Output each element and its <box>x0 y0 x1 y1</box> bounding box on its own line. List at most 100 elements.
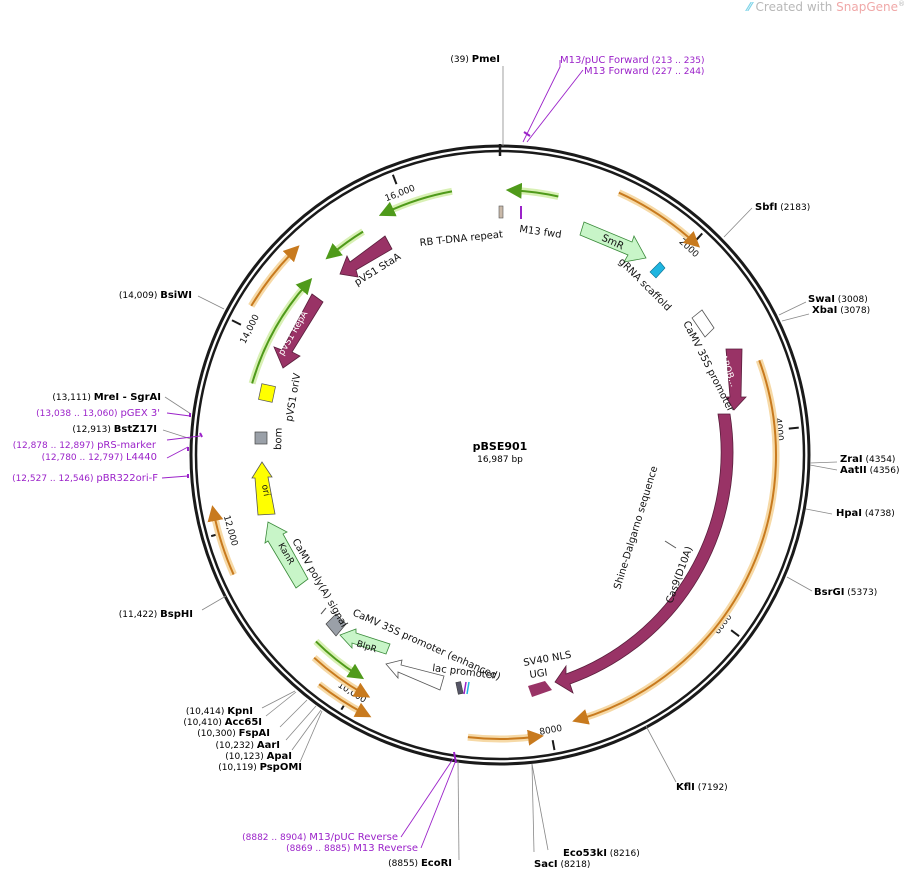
pvs1-staa-feature[interactable] <box>339 235 393 278</box>
orf-arrow[interactable] <box>318 683 372 718</box>
primer-label-m13-reverse[interactable]: (8869 .. 8885) M13 Reverse <box>286 843 418 854</box>
smr-feature[interactable] <box>579 221 647 263</box>
site-label-xbai[interactable]: XbaI (3078) <box>812 305 870 316</box>
primer-label-prs-marker[interactable]: (12,878 .. 12,897) pRS-marker <box>13 440 157 451</box>
tick-mark <box>551 740 556 751</box>
site-label-acc65i[interactable]: (10,410) Acc65I <box>183 717 262 728</box>
primer-label-m13-puc-forward[interactable]: M13/pUC Forward (213 .. 235) <box>560 55 704 66</box>
lac-promoter-feature[interactable] <box>455 681 464 695</box>
orf-arrow[interactable] <box>505 182 559 199</box>
m13-fwd-label: M13 fwd <box>519 224 563 241</box>
site-label-zrai[interactable]: ZraI (4354) <box>840 454 895 465</box>
tick-label: 8000 <box>539 724 564 738</box>
ugi-label: UGI <box>529 668 548 681</box>
pvs1-oriv-label: pVS1 oriV <box>284 372 303 422</box>
site-pos: (10,232) <box>215 741 256 751</box>
site-label-pmei[interactable]: (39) PmeI <box>450 54 500 65</box>
site-pos: (7192) <box>695 783 728 793</box>
orf-arrow[interactable] <box>313 656 371 698</box>
orf-arrow[interactable] <box>325 230 364 260</box>
site-label-saci[interactable]: SacI (8218) <box>534 859 590 870</box>
orf-glow <box>248 248 297 308</box>
site-name: Acc65I <box>225 717 262 728</box>
site-label-sbfi[interactable]: SbfI (2183) <box>755 202 810 213</box>
site-label-fspai[interactable]: (10,300) FspAI <box>197 728 270 739</box>
watermark-reg-mark: ® <box>898 0 905 8</box>
grna-scaffold-label: gRNA scaffold <box>616 256 673 313</box>
site-name: EcoRI <box>421 858 452 869</box>
blpr-feature[interactable] <box>339 628 391 655</box>
apob-feature[interactable] <box>725 348 747 411</box>
orf-arrow[interactable] <box>315 640 365 680</box>
site-pos: (3078) <box>837 306 870 316</box>
site-label-bstz17i[interactable]: (12,913) BstZ17I <box>72 424 157 435</box>
plasmid-name: pBSE901 <box>473 440 528 453</box>
camv-polya-feature[interactable] <box>325 613 347 637</box>
site-pos: (3008) <box>835 295 868 305</box>
primer-label-pbr322ori-f[interactable]: (12,527 .. 12,546) pBR322ori-F <box>12 473 158 484</box>
site-name: MreI - SgrAI <box>94 392 161 403</box>
pvs1-oriv-feature[interactable] <box>258 383 276 403</box>
camv-35s-enhanced-feature[interactable] <box>385 659 445 691</box>
orf-arrow[interactable] <box>250 245 300 307</box>
rb-tdna-repeat-feature[interactable] <box>498 205 504 219</box>
site-label-bsiwi[interactable]: (14,009) BsiWI <box>119 290 192 301</box>
kanr-feature[interactable] <box>264 521 309 589</box>
site-name: ZraI <box>840 454 863 465</box>
cas9-feature[interactable] <box>554 413 734 694</box>
site-label-hpai[interactable]: HpaI (4738) <box>836 508 895 519</box>
site-label-mrei-sgrai[interactable]: (13,111) MreI - SgrAI <box>52 392 161 403</box>
site-label-aatii[interactable]: AatII (4356) <box>840 465 900 476</box>
primer-name: M13 Reverse <box>353 843 418 854</box>
shine-dalgarno-feature[interactable] <box>664 540 677 549</box>
primer-label-pgex-3-[interactable]: (13,038 .. 13,060) pGEX 3' <box>36 408 160 419</box>
site-label-kpni[interactable]: (10,414) KpnI <box>186 706 253 717</box>
site-label-bsrgi[interactable]: BsrGI (5373) <box>814 587 877 598</box>
site-label-ecori[interactable]: (8855) EcoRI <box>388 858 452 869</box>
site-name: BsiWI <box>160 290 192 301</box>
site-label-apai[interactable]: (10,123) ApaI <box>225 751 292 762</box>
orf-arrow[interactable] <box>467 729 544 746</box>
orf-arrow[interactable] <box>618 191 701 248</box>
ori-feature[interactable] <box>251 461 276 516</box>
site-label-pspomi[interactable]: (10,119) PspOMI <box>218 762 302 773</box>
site-pos: (2183) <box>777 203 810 213</box>
primer-labels: M13/pUC Forward (213 .. 235)M13 Forward … <box>12 55 704 854</box>
camv-35s-promoter-feature[interactable] <box>691 309 715 338</box>
orf-arrow[interactable] <box>251 277 313 384</box>
primer-name: M13 Forward <box>584 66 649 77</box>
orf-arrows <box>207 182 780 746</box>
site-pos: (10,410) <box>183 718 224 728</box>
site-pos: (5373) <box>844 588 877 598</box>
orf-arrow[interactable] <box>207 505 235 575</box>
pvs1-repa-feature[interactable] <box>273 293 324 369</box>
primer-pos: (12,527 .. 12,546) <box>12 474 96 484</box>
site-name: PspOMI <box>260 762 302 773</box>
site-leaders <box>162 66 838 861</box>
site-label-aari[interactable]: (10,232) AarI <box>215 740 280 751</box>
site-label-swai[interactable]: SwaI (3008) <box>808 294 868 305</box>
tick-mark <box>788 426 799 430</box>
site-label-bsphi[interactable]: (11,422) BspHI <box>119 609 193 620</box>
primer-name: M13/pUC Forward <box>560 55 649 66</box>
site-pos: (8216) <box>607 849 640 859</box>
primer-label-m13-puc-reverse[interactable]: (8882 .. 8904) M13/pUC Reverse <box>242 832 398 843</box>
site-pos: (12,913) <box>72 425 113 435</box>
polya-tick <box>320 607 327 615</box>
rb-tdna-label: RB T-DNA repeat <box>419 229 503 249</box>
site-pos: (10,300) <box>197 729 238 739</box>
grna-scaffold-feature[interactable] <box>649 261 666 279</box>
primer-label-l4440[interactable]: (12,780 .. 12,797) L4440 <box>42 452 157 463</box>
bom-feature[interactable] <box>254 431 268 445</box>
site-label-eco53ki[interactable]: Eco53kI (8216) <box>563 848 640 859</box>
site-pos: (10,119) <box>218 763 259 773</box>
orf-arrow[interactable] <box>378 190 453 217</box>
primer-label-m13-forward[interactable]: M13 Forward (227 .. 244) <box>584 66 704 77</box>
primer-pos: (12,878 .. 12,897) <box>13 441 97 451</box>
ugi-feature[interactable] <box>528 681 552 697</box>
site-pos: (11,422) <box>119 610 160 620</box>
orf-arrow[interactable] <box>572 359 777 725</box>
site-name: HpaI <box>836 508 862 519</box>
site-label-kfli[interactable]: KflI (7192) <box>676 782 728 793</box>
